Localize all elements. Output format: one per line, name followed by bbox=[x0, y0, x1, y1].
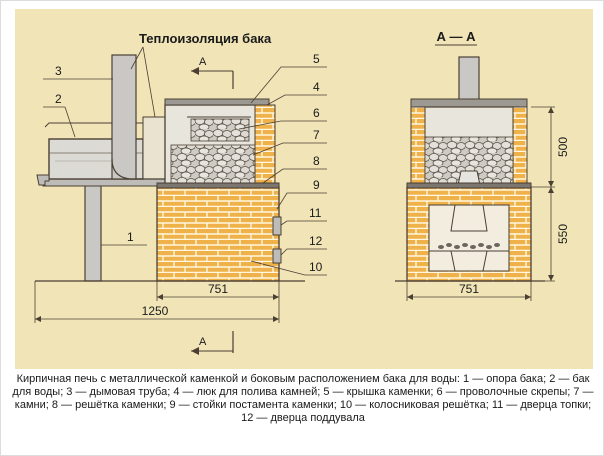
callout-6: 6 bbox=[313, 106, 320, 120]
callout-12: 12 bbox=[309, 234, 323, 248]
stones-lower bbox=[170, 144, 266, 186]
heater-grate bbox=[156, 182, 280, 189]
tank-support bbox=[84, 180, 102, 282]
stove-drawing: 751 1250 А А Теплоизоляция бака 3 2 1 bbox=[15, 9, 593, 369]
section-mark-top: А bbox=[199, 56, 207, 68]
callout-11: 11 bbox=[309, 206, 322, 220]
section-lid bbox=[410, 98, 528, 108]
section-label: А — А bbox=[437, 29, 477, 44]
heater-brick-column bbox=[254, 104, 276, 186]
heater-lid bbox=[164, 98, 270, 106]
callout-1: 1 bbox=[127, 230, 134, 244]
section-mark-bottom: А bbox=[199, 336, 207, 348]
insulation-heading: Теплоизоляция бака bbox=[139, 31, 272, 46]
section-left-column bbox=[410, 106, 426, 188]
callout-9: 9 bbox=[313, 178, 320, 192]
section-grate bbox=[406, 182, 532, 189]
callout-5: 5 bbox=[313, 52, 320, 66]
ash-door bbox=[272, 248, 282, 264]
fire-grate bbox=[438, 243, 500, 249]
brick-base-left bbox=[156, 186, 280, 282]
dim-right-base: 751 bbox=[459, 282, 479, 296]
stones-upper bbox=[190, 118, 250, 142]
section-firebox bbox=[428, 204, 510, 272]
callout-4: 4 bbox=[313, 80, 320, 94]
callout-2: 2 bbox=[55, 92, 62, 106]
section-chimney bbox=[458, 56, 480, 102]
callout-10: 10 bbox=[309, 260, 323, 274]
section-right-column bbox=[512, 106, 528, 188]
chimney bbox=[111, 54, 137, 180]
tank-tap bbox=[36, 174, 50, 186]
tank-insulation bbox=[142, 116, 166, 180]
dim-right-lower: 550 bbox=[556, 224, 570, 244]
dim-total: 1250 bbox=[142, 304, 169, 318]
tank-base-plate bbox=[42, 178, 166, 187]
firebox-door bbox=[272, 216, 282, 236]
dim-right-upper: 500 bbox=[556, 137, 570, 157]
callout-7: 7 bbox=[313, 128, 320, 142]
callout-3: 3 bbox=[55, 64, 62, 78]
callout-8: 8 bbox=[313, 154, 320, 168]
dim-left-base: 751 bbox=[208, 282, 228, 296]
figure-caption: Кирпичная печь с металлической каменкой … bbox=[12, 373, 594, 424]
